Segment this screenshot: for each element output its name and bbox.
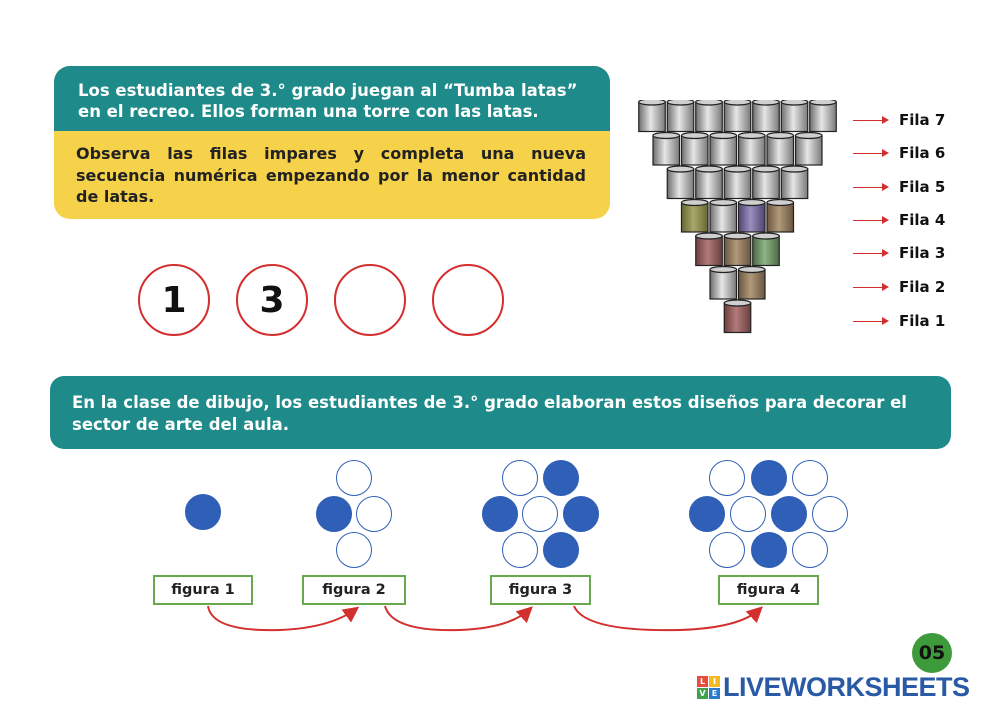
figure-3-circle	[502, 460, 538, 496]
sequence-answer-3[interactable]	[343, 279, 397, 321]
arrow-icon	[853, 115, 889, 124]
can-3-2	[723, 232, 752, 267]
row-label-6: Fila 6	[853, 143, 963, 163]
figure-4-circle	[792, 460, 828, 496]
can-7-7	[809, 100, 837, 133]
figure-4-circle	[709, 532, 745, 568]
page-number-badge: 05	[912, 633, 952, 673]
row-label-5: Fila 5	[853, 177, 963, 197]
problem-1-intro: Los estudiantes de 3.° grado juegan al “…	[54, 66, 610, 131]
can-3-1	[695, 232, 723, 267]
figure-1-circle	[185, 494, 221, 530]
problem-2-intro: En la clase de dibujo, los estudiantes d…	[50, 376, 951, 449]
problem-1-card: Los estudiantes de 3.° grado juegan al “…	[54, 66, 610, 219]
can-6-6	[794, 131, 823, 166]
can-7-3	[695, 100, 723, 133]
can-tower	[638, 100, 837, 334]
figure-3-circle	[522, 496, 558, 532]
can-7-2	[666, 100, 695, 133]
can-6-3	[709, 131, 738, 166]
figure-3-circle	[543, 532, 579, 568]
brand-logo-icon: L I V E	[697, 675, 720, 699]
figure-4-label: figura 4	[718, 575, 819, 605]
can-4-1	[680, 198, 709, 233]
arrow-icon	[853, 148, 889, 157]
can-4-2	[709, 198, 738, 233]
arrow-icon	[853, 215, 889, 224]
arrow-icon	[853, 316, 889, 325]
can-7-5	[752, 100, 780, 133]
figure-4-circle	[812, 496, 848, 532]
arrow-icon	[853, 248, 889, 257]
can-5-2	[695, 165, 723, 200]
figure-3-circle	[543, 460, 579, 496]
sequence-circle-3[interactable]	[334, 264, 406, 336]
row-label-2: Fila 2	[853, 277, 963, 297]
can-6-5	[766, 131, 795, 166]
figure-3-circle	[563, 496, 599, 532]
figure-4-circle	[709, 460, 745, 496]
can-5-4	[752, 165, 780, 200]
figure-1-label: figura 1	[153, 575, 253, 605]
figure-3-label: figura 3	[490, 575, 591, 605]
can-2-1	[709, 265, 738, 300]
sequence-circle-1: 1	[138, 264, 210, 336]
figure-4-circle	[730, 496, 766, 532]
can-6-4	[737, 131, 766, 166]
brand-name: LIVEWORKSHEETS	[723, 671, 970, 702]
can-4-3	[737, 198, 766, 233]
figure-3-circle	[502, 532, 538, 568]
figure-3-circle	[482, 496, 518, 532]
figure-2-circle	[336, 460, 372, 496]
figure-2-circle	[356, 496, 392, 532]
sequence-answer-4[interactable]	[441, 279, 495, 321]
can-2-2	[737, 265, 766, 300]
sequence-value-1: 1	[161, 279, 187, 321]
sequence-circle-2: 3	[236, 264, 308, 336]
can-7-6	[780, 100, 809, 133]
can-3-3	[752, 232, 780, 267]
sequence-circle-4[interactable]	[432, 264, 504, 336]
can-4-4	[766, 198, 795, 233]
arrow-icon	[853, 282, 889, 291]
liveworksheets-logo: L I V E LIVEWORKSHEETS	[697, 672, 970, 702]
figure-2-circle	[336, 532, 372, 568]
figure-4-circle	[689, 496, 725, 532]
can-5-3	[723, 165, 752, 200]
arrow-icon	[853, 182, 889, 191]
arrow-3-to-4	[573, 605, 763, 632]
can-6-2	[680, 131, 709, 166]
figure-4-circle	[751, 460, 787, 496]
row-label-7: Fila 7	[853, 110, 963, 130]
row-label-4: Fila 4	[853, 210, 963, 230]
figure-2-circle	[316, 496, 352, 532]
row-label-1: Fila 1	[853, 311, 963, 331]
arrow-2-to-3	[384, 605, 533, 632]
figure-4-circle	[792, 532, 828, 568]
figure-4-circle	[751, 532, 787, 568]
can-6-1	[652, 131, 681, 166]
row-label-3: Fila 3	[853, 243, 963, 263]
sequence-value-2: 3	[259, 279, 285, 321]
figure-2-label: figura 2	[302, 575, 406, 605]
figure-4-circle	[771, 496, 807, 532]
can-5-5	[780, 165, 809, 200]
can-7-1	[638, 100, 666, 133]
can-7-4	[723, 100, 752, 133]
can-5-1	[666, 165, 695, 200]
can-1-1	[723, 299, 752, 334]
problem-1-instruction: Observa las filas impares y completa una…	[76, 144, 586, 206]
arrow-1-to-2	[207, 605, 360, 632]
